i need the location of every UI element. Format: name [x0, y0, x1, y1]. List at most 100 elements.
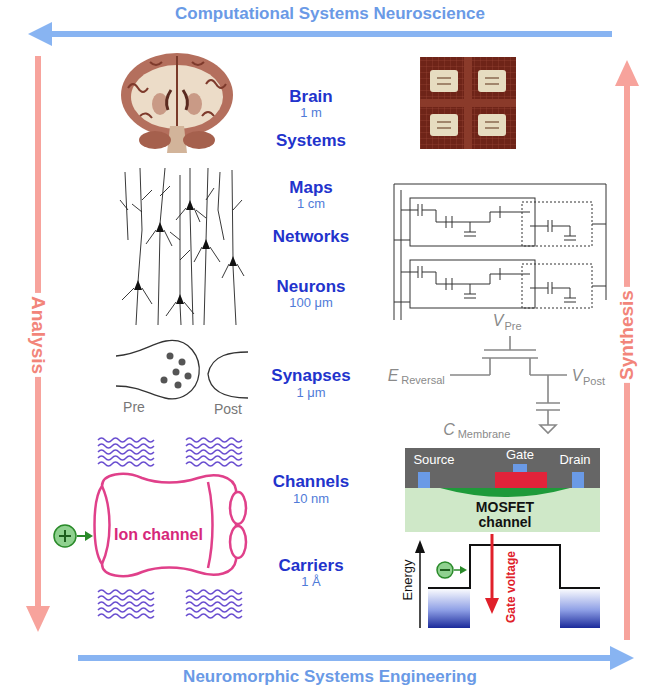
mosfet-section — [405, 448, 600, 532]
drawn-rect — [430, 70, 458, 92]
pore-lobe — [230, 526, 246, 558]
drawn-line — [78, 655, 612, 661]
drawn-rect — [420, 57, 516, 149]
drawn-path — [59, 530, 71, 542]
drawn-use — [186, 596, 242, 600]
drawn-circle — [54, 525, 76, 547]
drawn-path — [156, 222, 164, 232]
ion-channel: Ion channel — [88, 468, 250, 582]
drawn-g — [161, 353, 192, 389]
signal-subscript: Post — [583, 375, 605, 387]
drawn-rect — [522, 202, 592, 246]
scale-value: 10 nm — [293, 492, 329, 506]
scale-value: 1 Å — [301, 575, 321, 589]
drawn-polygon — [610, 646, 634, 670]
terminal-name: Drain — [559, 453, 590, 467]
scale-value: 1 m — [300, 106, 322, 120]
drawn-use — [98, 456, 154, 460]
energy-band — [415, 534, 600, 628]
drawn-use — [98, 596, 154, 600]
scale-value: 1 μm — [296, 386, 325, 400]
drawn-line — [440, 569, 450, 571]
drawn-path — [208, 352, 248, 398]
circuit-schematic — [394, 184, 606, 320]
signal-name: E — [388, 367, 399, 385]
drawn-ellipse — [183, 131, 215, 149]
drawn-polygon — [85, 531, 93, 541]
synapse-drawing — [116, 341, 248, 399]
channel-name: Ion channel — [114, 526, 203, 544]
drawn-use — [98, 462, 154, 466]
drawn-use — [186, 614, 242, 618]
axis-title: Analysis — [27, 293, 50, 377]
drawn-path — [125, 168, 233, 296]
drawn-use — [186, 608, 242, 612]
drawn-polygon — [460, 566, 467, 574]
drawn-path — [167, 90, 188, 110]
drawn-use — [186, 590, 242, 594]
drawn-polygon — [485, 598, 499, 614]
drawn-polygon — [26, 606, 50, 632]
ion-channel-outline — [88, 468, 250, 582]
drawn-line — [176, 56, 178, 126]
drawn-path — [202, 239, 210, 249]
signal-name: V — [493, 312, 504, 330]
drawn-circle — [185, 373, 192, 380]
level-name: Carriers — [278, 557, 343, 576]
drawn-circle — [175, 382, 182, 389]
signal-subscript: Reversal — [401, 374, 444, 386]
neuron-drawing — [120, 168, 244, 325]
drawn-use — [186, 456, 242, 460]
part-name: Post — [214, 402, 242, 417]
level-name: Maps — [289, 179, 332, 198]
drawn-line — [419, 552, 421, 628]
drawn-polygon — [415, 540, 425, 553]
terminal-name: Gate — [506, 448, 534, 462]
terminal-name: Source — [413, 453, 454, 467]
level-name: Systems — [276, 132, 346, 151]
drawn-rect — [513, 464, 527, 472]
drawn-path — [122, 208, 244, 316]
drawn-ellipse — [121, 53, 233, 137]
ion-channel-outline — [208, 482, 213, 568]
drawn-path — [186, 200, 194, 210]
drawn-rect — [418, 472, 430, 488]
ion-channel-outline — [102, 486, 110, 564]
drawn-rect — [478, 70, 506, 92]
drawn-use — [186, 438, 242, 442]
axis-title: Computational Systems Neuroscience — [175, 5, 485, 24]
level-name: Neurons — [277, 278, 346, 297]
drawn-rect — [420, 57, 516, 149]
level-name: Channels — [273, 473, 350, 492]
drawn-use — [394, 260, 606, 308]
signal-subscript: Membrane — [458, 428, 511, 440]
drawn-path — [136, 210, 236, 325]
drawn-circle — [437, 562, 453, 578]
drawn-polygon — [28, 22, 52, 46]
drawn-use — [98, 444, 154, 448]
right-arrow — [615, 60, 639, 640]
cation-symbol — [54, 525, 93, 547]
drawn-path — [176, 294, 184, 304]
drawn-use — [98, 438, 154, 442]
drawn-path — [394, 184, 606, 320]
part-name: Pre — [123, 400, 145, 415]
axis-name: Gate voltage — [505, 551, 518, 623]
region-name: MOSFET channel — [460, 500, 550, 530]
drawn-line — [77, 535, 86, 537]
drawn-path — [437, 78, 499, 128]
drawn-use — [186, 450, 242, 454]
drawn-path — [450, 336, 567, 425]
bottom-arrow — [78, 646, 634, 670]
drawn-g — [394, 198, 606, 246]
drawn-polygon — [615, 60, 639, 86]
drawn-line — [491, 534, 494, 600]
level-name: Networks — [273, 228, 350, 247]
drawn-circle — [179, 359, 186, 366]
drawn-rect — [428, 588, 470, 628]
drawn-line — [48, 31, 612, 37]
drawn-use — [98, 614, 154, 618]
drawn-rect — [420, 99, 516, 107]
drawn-rect — [478, 114, 506, 136]
ion-channel-outline — [95, 474, 237, 576]
